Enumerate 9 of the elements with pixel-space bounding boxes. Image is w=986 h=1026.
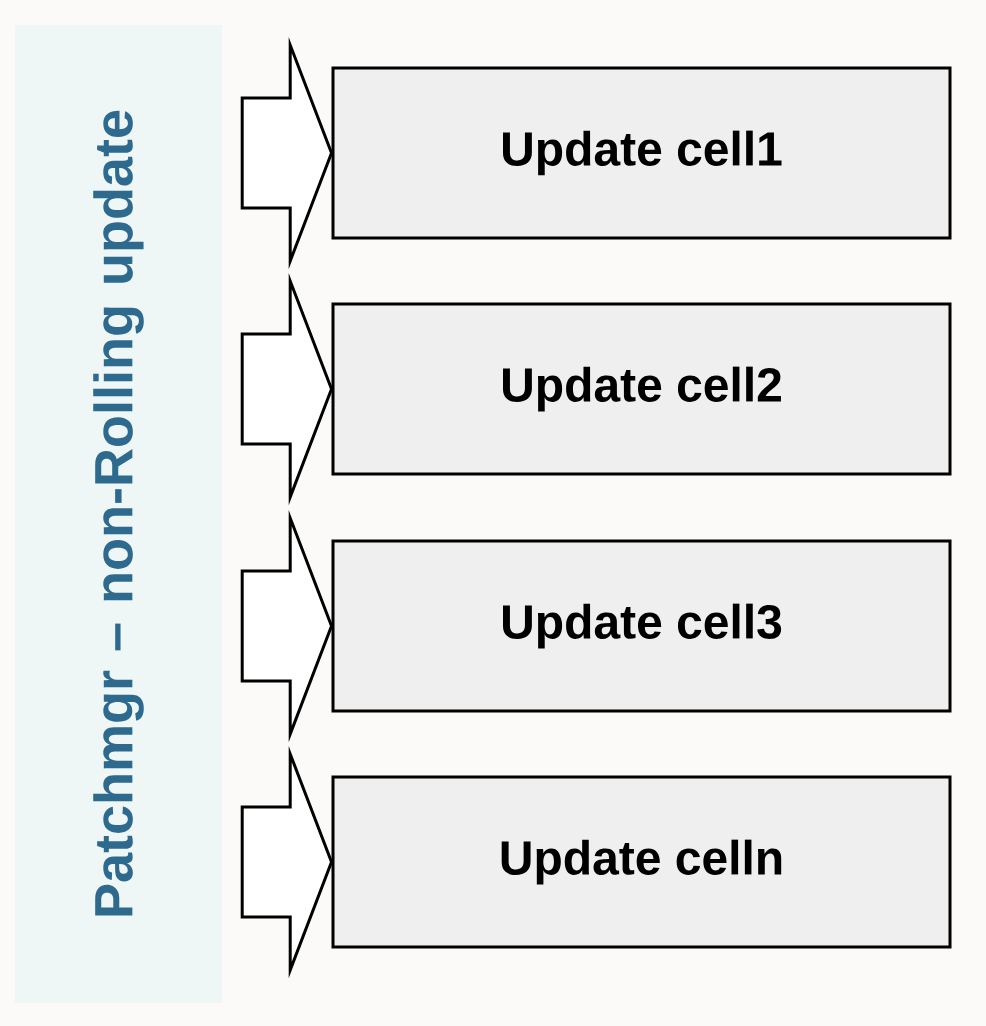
block-arrow	[240, 272, 334, 506]
block-arrow	[240, 745, 334, 979]
process-box: Update celln	[331, 775, 952, 949]
block-arrow	[240, 36, 334, 270]
process-box: Update cell1	[331, 66, 952, 240]
process-box: Update cell3	[331, 539, 952, 713]
title-band: Patchmgr – non-Rolling update	[15, 25, 222, 1003]
process-box: Update cell2	[331, 302, 952, 476]
block-arrow	[240, 509, 334, 743]
